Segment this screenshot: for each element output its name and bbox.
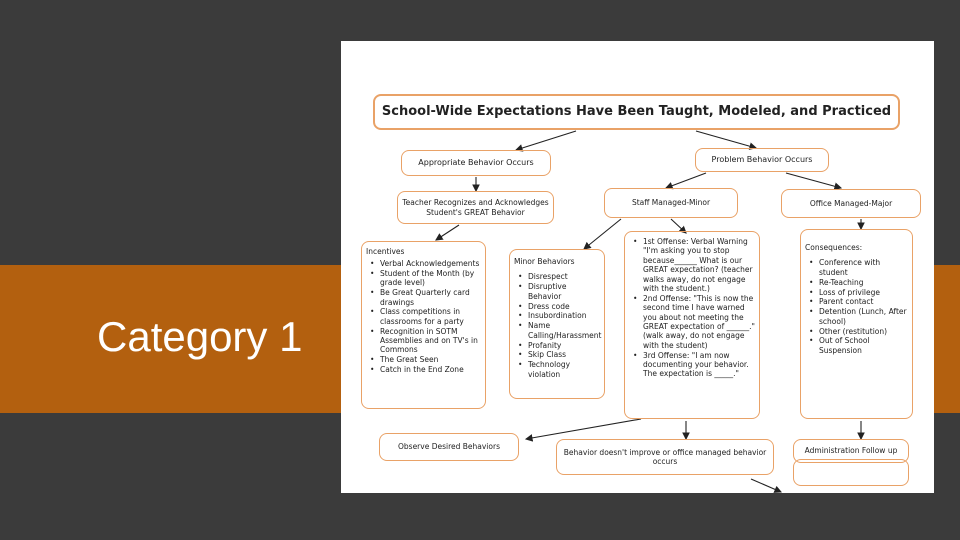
consequence-item: Re-Teaching	[809, 278, 908, 288]
arrow-teacher-to-incentives	[435, 224, 460, 241]
incentives-title: Incentives	[366, 247, 405, 256]
staff-managed-minor-box: Staff Managed-Minor	[604, 188, 738, 218]
minor-behavior-item: Insubordination	[518, 311, 600, 321]
consequence-item: Loss of privilege	[809, 288, 908, 298]
arrow-not-improve-down	[750, 478, 783, 493]
arrow-problem-to-office	[785, 172, 843, 190]
offense-item: 2nd Offense: "This is now the second tim…	[633, 294, 755, 350]
incentives-list: Verbal AcknowledgementsStudent of the Mo…	[366, 259, 481, 375]
offense-item: 1st Offense: Verbal Warning "I'm asking …	[633, 237, 755, 293]
consequences-list: Conference with studentRe-TeachingLoss o…	[805, 258, 908, 355]
problem-behavior-box: Problem Behavior Occurs	[695, 148, 829, 172]
flowchart-image: School-Wide Expectations Have Been Taugh…	[341, 41, 934, 493]
minor-behavior-item: Profanity	[518, 341, 600, 351]
consequence-item: Conference with student	[809, 258, 908, 277]
consequence-item: Other (restitution)	[809, 327, 908, 337]
minor-behavior-item: Disrespect	[518, 272, 600, 282]
administration-follow-up-box: Administration Follow up	[793, 439, 909, 463]
consequence-item: Detention (Lunch, After school)	[809, 307, 908, 326]
incentive-item: Student of the Month (by grade level)	[370, 269, 481, 288]
flowchart-header: School-Wide Expectations Have Been Taugh…	[373, 94, 900, 130]
incentive-item: The Great Seen	[370, 355, 481, 365]
minor-behavior-item: Name Calling/Harassment	[518, 321, 601, 340]
observe-desired-behaviors-box: Observe Desired Behaviors	[379, 433, 519, 461]
incentive-item: Class competitions in classrooms for a p…	[370, 307, 481, 326]
minor-behavior-item: Technology violation	[518, 360, 600, 379]
arrow-offenses-to-observe	[524, 418, 642, 442]
minor-behaviors-title: Minor Behaviors	[514, 257, 575, 266]
teacher-recognizes-box: Teacher Recognizes and Acknowledges Stud…	[397, 191, 554, 224]
consequences-title: Consequences:	[805, 243, 863, 252]
minor-behavior-item: Dress code	[518, 302, 600, 312]
slide-title: Category 1	[97, 313, 303, 360]
administration-follow-up-blank-box	[793, 459, 909, 486]
minor-behaviors-list: DisrespectDisruptive BehaviorDress codeI…	[514, 272, 601, 379]
offenses-box: 1st Offense: Verbal Warning "I'm asking …	[624, 231, 760, 419]
incentive-item: Catch in the End Zone	[370, 365, 481, 375]
incentive-item: Be Great Quarterly card drawings	[370, 288, 481, 307]
minor-behavior-item: Disruptive Behavior	[518, 282, 600, 301]
incentives-box: Verbal AcknowledgementsStudent of the Mo…	[361, 241, 486, 409]
consequences-box: Consequences: Conference with studentRe-…	[800, 229, 913, 419]
arrow-header-to-problem	[695, 130, 758, 150]
arrow-problem-to-staff	[664, 172, 707, 190]
arrow-staff-to-offenses	[670, 218, 687, 234]
flowchart-arrows	[435, 130, 865, 493]
incentive-item: Verbal Acknowledgements	[370, 259, 481, 269]
offenses-list: 1st Offense: Verbal Warning "I'm asking …	[629, 237, 755, 379]
consequence-item: Out of School Suspension	[809, 336, 908, 355]
behavior-not-improve-box: Behavior doesn't improve or office manag…	[556, 439, 774, 475]
consequence-item: Parent contact	[809, 297, 908, 307]
arrow-staff-to-minor	[583, 218, 622, 250]
incentive-item: Recognition in SOTM Assemblies and on TV…	[370, 327, 481, 355]
office-managed-major-box: Office Managed-Major	[781, 189, 921, 218]
minor-behavior-item: Skip Class	[518, 350, 600, 360]
offense-item: 3rd Offense: "I am now documenting your …	[633, 351, 755, 379]
appropriate-behavior-box: Appropriate Behavior Occurs	[401, 150, 551, 176]
minor-behaviors-box: Minor Behaviors DisrespectDisruptive Beh…	[509, 249, 605, 399]
arrow-header-to-appropriate	[514, 130, 577, 152]
